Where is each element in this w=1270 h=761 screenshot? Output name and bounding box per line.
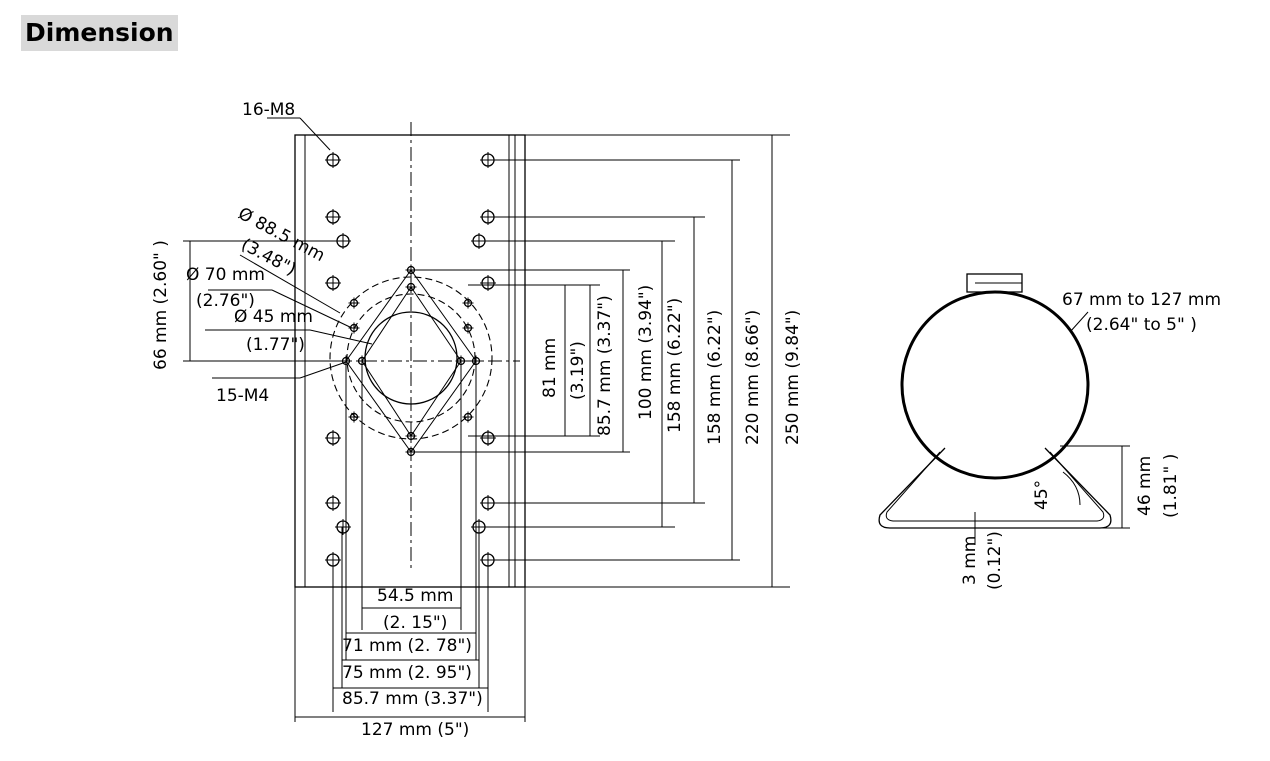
dim-81-in: (3.19") [568, 341, 588, 400]
label-dia-70-mm: Ø 70 mm [186, 265, 265, 285]
dim-158-a: 158 mm (6.22") [665, 298, 685, 433]
dim-46-in: (1.81" ) [1161, 454, 1181, 518]
m8-hole [480, 275, 496, 291]
label-dia-70-in: (2.76") [196, 291, 255, 311]
dim-54-5-in: (2. 15") [383, 613, 447, 633]
m4-hole [462, 411, 474, 423]
m8-hole [325, 275, 341, 291]
page-title: Dimension [21, 15, 178, 51]
dim-85-7-w: 85.7 mm (3.37") [342, 689, 483, 709]
label-dia-45-mm: Ø 45 mm [234, 307, 313, 327]
dim-3-mm: 3 mm [960, 536, 980, 585]
clamp-range-in: (2.64" to 5" ) [1086, 315, 1197, 335]
m8-hole [325, 495, 341, 511]
m8-hole [335, 519, 351, 535]
dim-85-7: 85.7 mm (3.37") [595, 295, 615, 436]
m8-hole [480, 152, 496, 168]
m4-hole [462, 322, 474, 334]
m4-hole [405, 281, 417, 293]
m4-hole [348, 297, 360, 309]
pole-circle [900, 290, 1090, 480]
m8-hole [325, 430, 341, 446]
height-dimensions: 81 mm (3.19") 85.7 mm (3.37") 100 mm (3.… [411, 134, 803, 588]
m8-hole [325, 152, 341, 168]
circle-45 [364, 311, 458, 405]
front-view: 81 mm (3.19") 85.7 mm (3.37") 100 mm (3.… [151, 100, 803, 740]
m8-hole [480, 495, 496, 511]
angle-45: 45° [1032, 480, 1052, 510]
label-16-m8: 16-M8 [242, 100, 295, 120]
m4-hole [462, 297, 474, 309]
dim-54-5-mm: 54.5 mm [377, 586, 453, 606]
dim-127: 127 mm (5") [361, 720, 469, 740]
side-view: 45° 46 mm (1.81" ) 3 mm (0.12") 67 mm to… [878, 273, 1221, 590]
clamp-bracket [878, 447, 1112, 529]
m8-hole [480, 430, 496, 446]
m4-hole [348, 411, 360, 423]
m4-hole [405, 430, 417, 442]
width-dimensions: 54.5 mm (2. 15") 71 mm (2. 78") 75 mm (2… [294, 361, 526, 740]
dim-75: 75 mm (2. 95") [342, 663, 472, 683]
mounting-plate [294, 122, 526, 588]
m8-hole [480, 209, 496, 225]
dim-66: 66 mm (2.60" ) [151, 240, 171, 370]
dim-220: 220 mm (8.66") [743, 310, 763, 445]
dim-46-mm: 46 mm [1135, 456, 1155, 516]
m4-hole [348, 322, 360, 334]
clamp-range-mm: 67 mm to 127 mm [1062, 290, 1221, 310]
dim-100: 100 mm (3.94") [636, 285, 656, 420]
dim-71: 71 mm (2. 78") [342, 636, 472, 656]
m8-hole [325, 209, 341, 225]
dim-250: 250 mm (9.84") [783, 310, 803, 445]
left-dimensions: 66 mm (2.60" ) 16-M8 Ø 88.5 mm (3.48") Ø… [151, 100, 373, 406]
dim-158-b: 158 mm (6.22") [705, 310, 725, 445]
label-dia-45-in: (1.77") [246, 335, 305, 355]
dim-3-in: (0.12") [985, 531, 1005, 590]
label-15-m4: 15-M4 [216, 386, 269, 406]
m8-hole [471, 233, 487, 249]
dim-81-mm: 81 mm [540, 338, 560, 398]
